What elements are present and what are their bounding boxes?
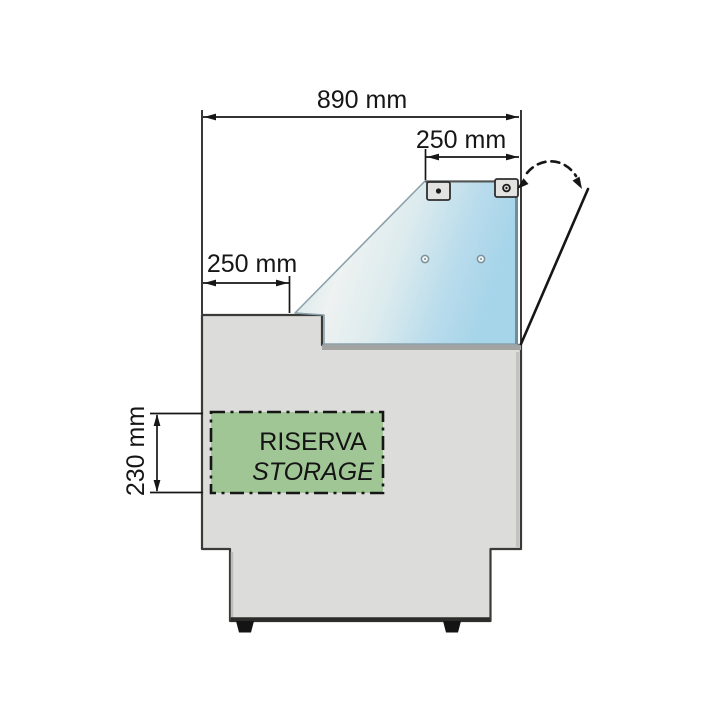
storage-label-line1: RISERVA [259,428,367,456]
dim-arrow-right [276,279,288,287]
hinge-bracket-right [494,178,519,198]
glass-open-position-line [519,187,590,346]
hinge-bracket-left-screw [435,188,442,194]
glass-panel [294,180,518,345]
glass-opening-indication [517,160,590,346]
dim-arrow-left [427,153,439,161]
dim-label-overall: 890 mm [317,86,407,114]
dimension-glass-top-250: 250 mm [416,126,519,180]
dimension-left-shelf-250: 250 mm [203,250,297,313]
storage-label-line2: STORAGE [252,458,374,486]
glass-screw-hole-right-center [480,258,482,260]
dim-label-storage-height: 230 mm [122,406,150,496]
dim-arrow-left [204,113,216,121]
foot-right [443,621,461,633]
rotation-arc-dashed [525,160,578,178]
glass-screw-hole-left-center [424,258,426,260]
rotation-arc-arrowhead [572,176,582,189]
dim-label-glass-top: 250 mm [416,126,506,154]
storage-zone: RISERVA STORAGE [209,410,385,495]
dim-label-left-shelf: 250 mm [207,250,297,278]
pivot-arrowhead [517,178,529,189]
dimension-storage-230: 230 mm [122,406,203,496]
dim-arrow-right [506,153,518,161]
foot-left [236,621,254,633]
dim-arrow-right [506,113,518,121]
dim-arrow-bottom [153,480,161,492]
counter-top-band [322,344,521,350]
hinge-bracket-left [426,181,451,201]
storage-zone-box [209,410,385,495]
dimension-overall-890: 890 mm [201,86,522,344]
front-glass [294,180,518,345]
dim-arrow-top [153,414,161,426]
dim-arrow-left [204,279,216,287]
hinge-bracket-right-screw-dot [505,186,508,190]
